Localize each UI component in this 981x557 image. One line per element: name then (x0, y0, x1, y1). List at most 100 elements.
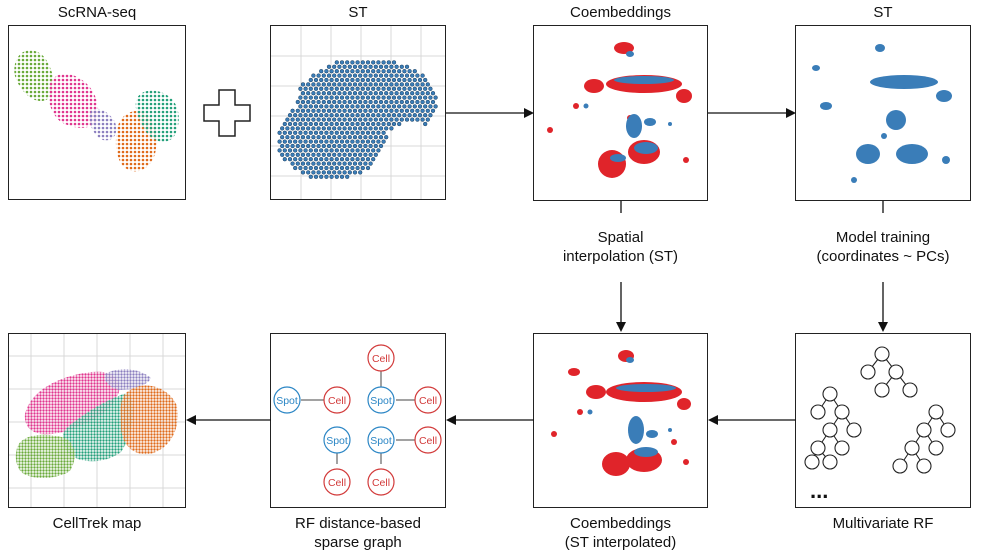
st-spot (404, 82, 410, 87)
st-spot (334, 86, 339, 91)
st-spot (345, 157, 350, 162)
st-spot (303, 121, 308, 127)
st-spot (303, 104, 308, 109)
map-region-purple (104, 369, 151, 390)
st-spot (423, 113, 428, 118)
st-spot (352, 161, 358, 166)
tree-node (804, 454, 820, 470)
st-spot (332, 161, 337, 166)
cell-node: Cell (323, 386, 351, 414)
st-spot (324, 86, 329, 91)
st-spot (295, 143, 300, 149)
st-spot (360, 77, 365, 83)
st-spot (373, 91, 378, 96)
st-spot (404, 108, 410, 113)
st-spot (313, 139, 319, 144)
st-spot (347, 108, 352, 113)
st-spot (303, 157, 308, 162)
st-spot (290, 117, 295, 122)
st-spot (399, 108, 404, 113)
st-spot (342, 73, 347, 78)
st-spot (319, 69, 324, 74)
cluster-purple (89, 108, 117, 141)
st-spot (352, 73, 358, 78)
st-spot (386, 77, 391, 83)
st-spot (397, 77, 402, 83)
coembeddings-interpolated-panel (533, 333, 708, 508)
st-spot (298, 104, 303, 109)
st-spot (363, 91, 368, 96)
st-spot (345, 60, 350, 65)
svg-text:Spot: Spot (326, 435, 348, 447)
st-spot (345, 148, 350, 153)
st-spot (313, 95, 319, 100)
st-spot (358, 135, 363, 140)
st-spot (376, 121, 381, 127)
st-title-top-right: ST (873, 4, 893, 21)
st-spot (316, 143, 321, 149)
st-spot (384, 108, 389, 113)
cell-node: Cell (367, 468, 395, 496)
spot-node: Spot (367, 386, 395, 414)
st-spot (308, 174, 313, 179)
st-spot (347, 82, 352, 87)
st-spot (391, 95, 397, 100)
st-spot (319, 148, 324, 153)
map-region-orange (120, 385, 178, 455)
st-spot (332, 64, 337, 69)
st-spot (303, 95, 308, 100)
st-spot-array (271, 26, 445, 199)
st-spot (300, 161, 306, 166)
st-spot (321, 91, 326, 96)
st-spot (378, 73, 384, 78)
st-spot (319, 121, 324, 127)
st-spot (298, 95, 303, 100)
st-spot (397, 121, 402, 127)
st-spot (342, 143, 347, 149)
st-spot (423, 104, 428, 109)
rf-sparse-graph: Spot Cell Cell Spot Cell Spot Spot Cell (273, 344, 442, 496)
st-spot (397, 86, 402, 91)
st-spot (425, 117, 430, 122)
st-spot (306, 99, 311, 105)
st-spot (384, 135, 389, 140)
st-spot (428, 86, 433, 91)
st-spot (313, 165, 319, 171)
st-spot (324, 104, 329, 109)
st-spot (329, 174, 334, 179)
st-spot (360, 86, 365, 91)
st-spot (402, 86, 407, 91)
st-spot (410, 91, 415, 96)
st-spot (389, 126, 394, 131)
st-spot (365, 77, 371, 83)
rf-graph-caption-line1: RF distance-based (295, 515, 421, 532)
st-spot (316, 126, 321, 131)
st-spot (365, 139, 371, 144)
st-spot (287, 113, 293, 118)
arrow-graph-to-map (186, 415, 271, 425)
st-spot (402, 104, 407, 109)
st-spot (381, 95, 386, 100)
st-spot (358, 82, 363, 87)
st-spot (399, 91, 404, 96)
random-forest-trees: ... (804, 346, 956, 503)
st-spot (332, 126, 337, 131)
st-spot (350, 95, 355, 100)
st-spot (373, 152, 378, 157)
st-spot (420, 117, 425, 122)
st-spot (329, 69, 334, 74)
st-spot (376, 104, 381, 109)
celltrek-map-plot (9, 334, 185, 507)
st-spot (319, 113, 324, 118)
st-spot (326, 161, 332, 166)
st-spot (332, 170, 337, 175)
st-spot (337, 91, 342, 96)
st-spot (358, 64, 363, 69)
st-spot (360, 104, 365, 109)
st-spot (381, 113, 386, 118)
st-spot (326, 108, 332, 113)
st-spot (352, 126, 358, 131)
st-spot (342, 108, 347, 113)
coembeddings-interpolated-line2: (ST interpolated) (564, 534, 677, 551)
st-spot (345, 104, 350, 109)
